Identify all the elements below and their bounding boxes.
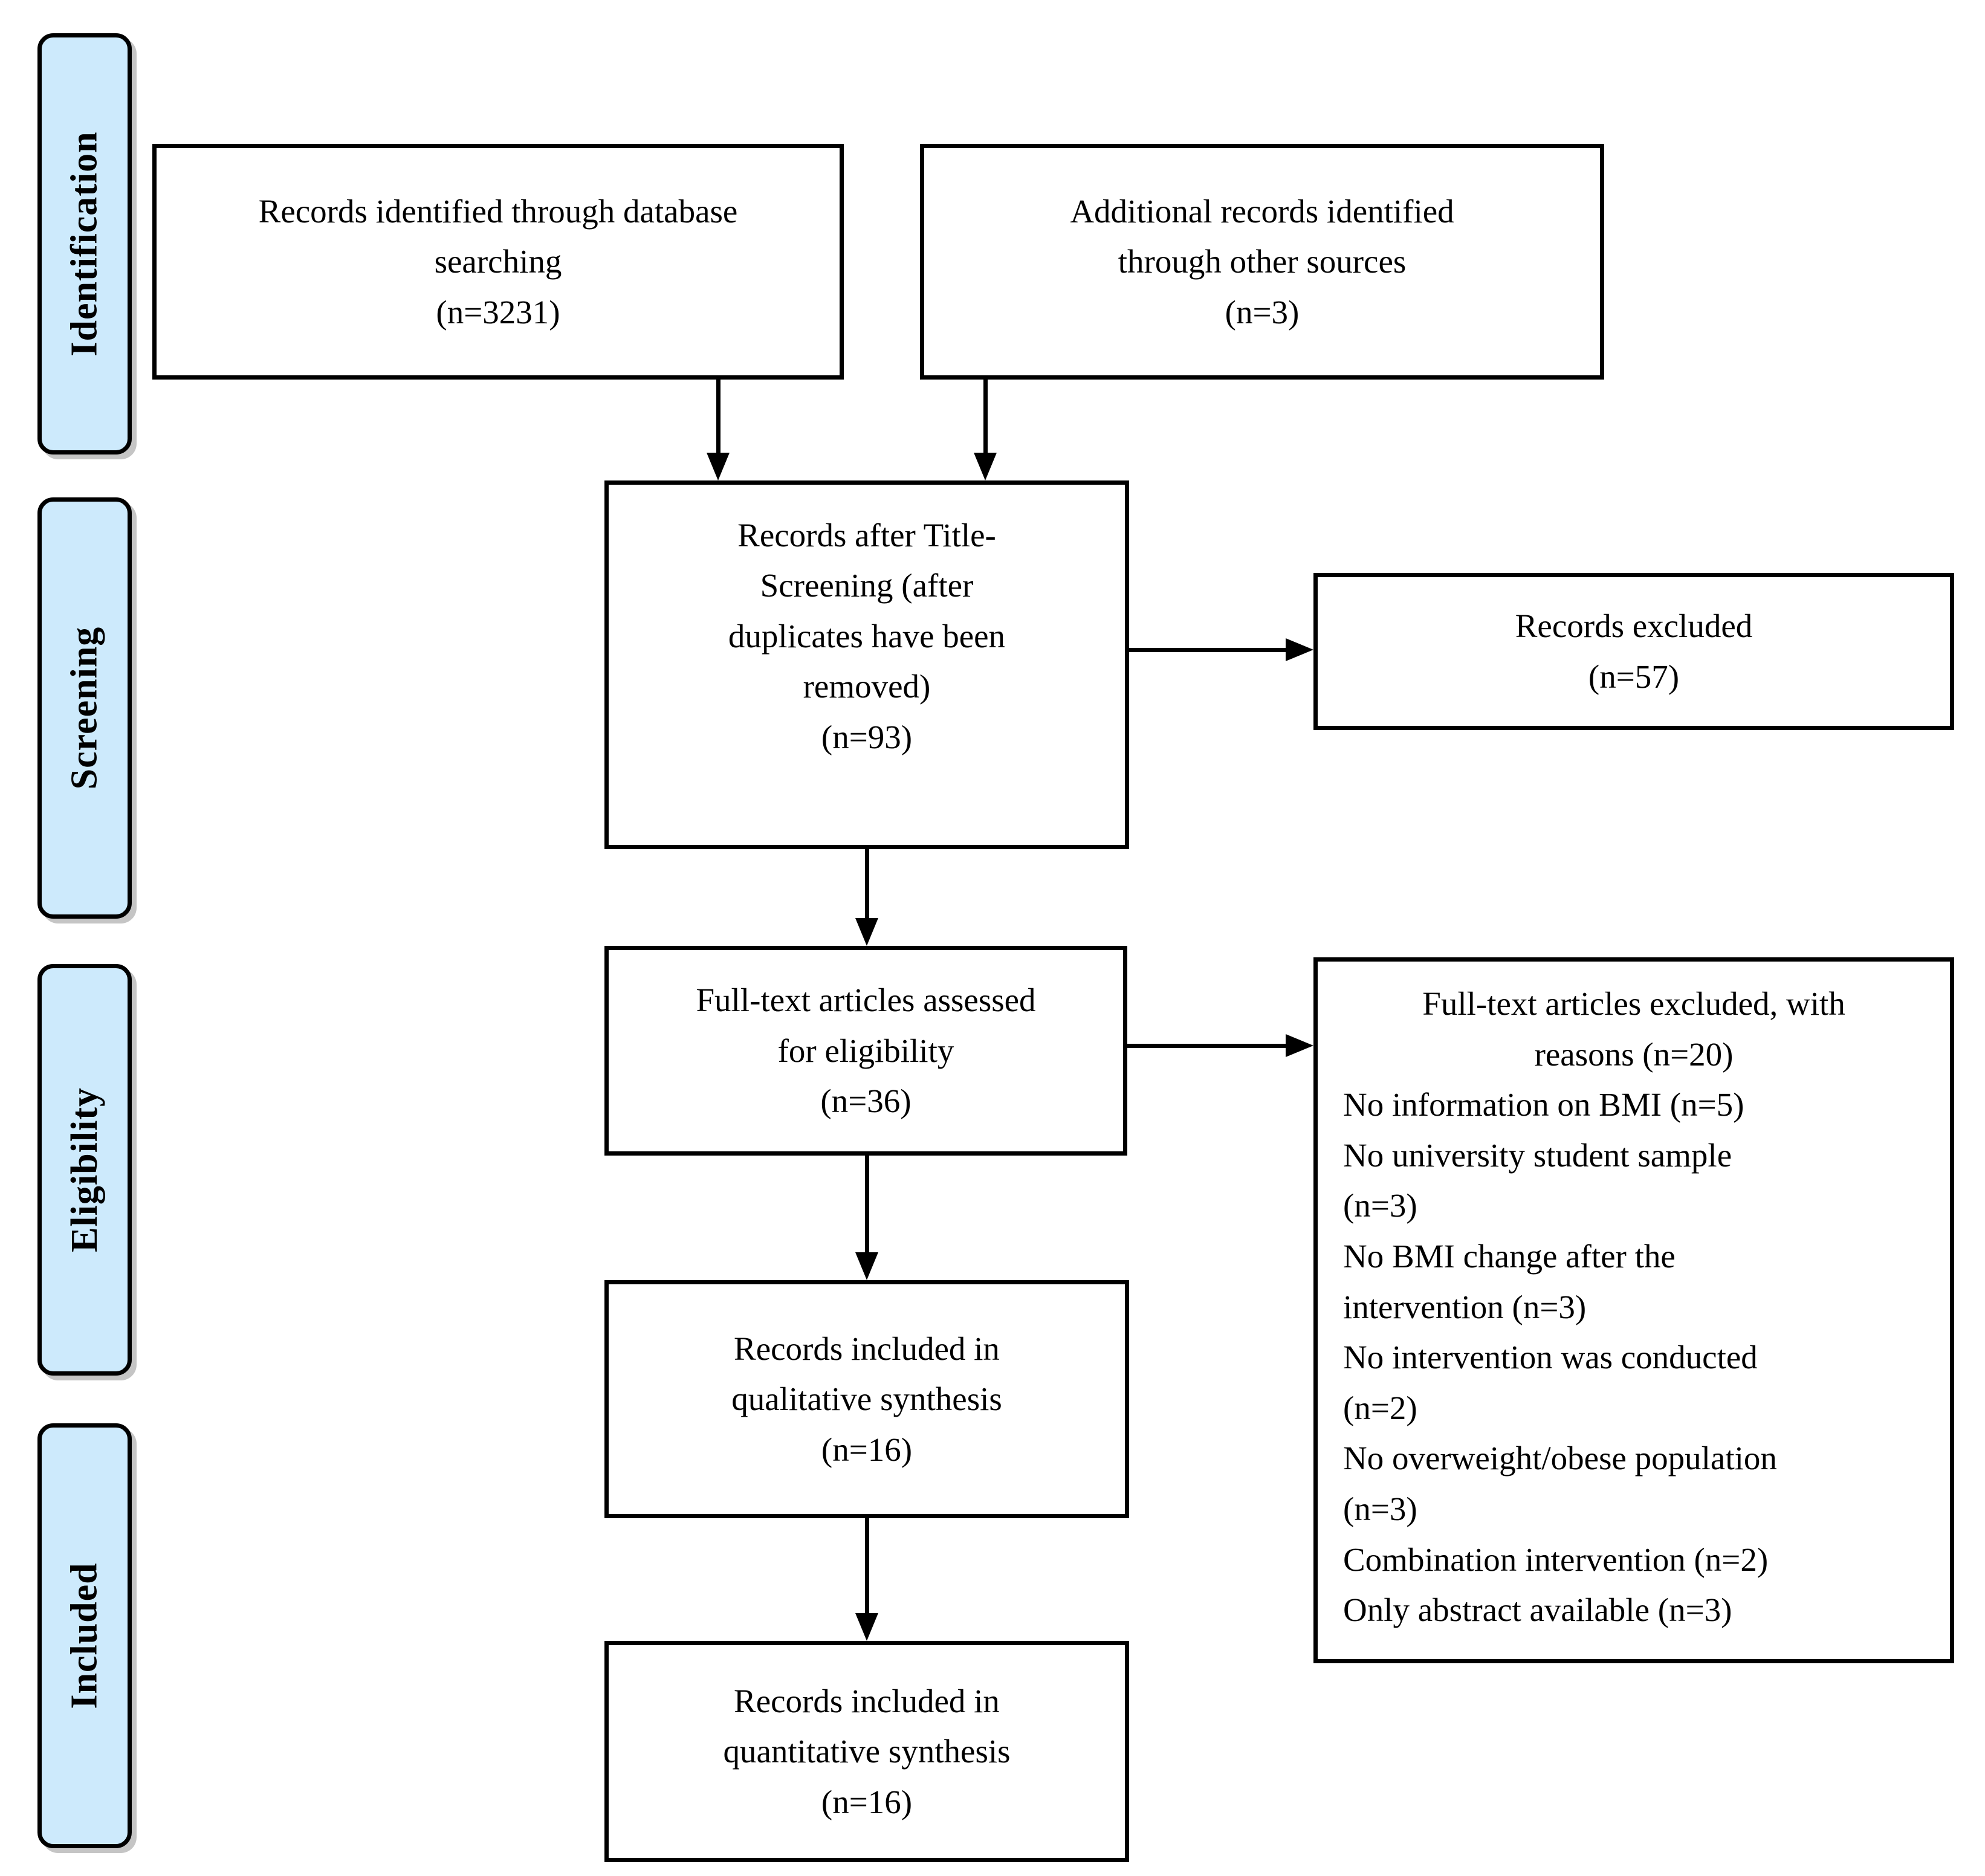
arrow-assessed-to-qualitative — [855, 1156, 878, 1280]
box-additional-records: Additional records identified through ot… — [920, 144, 1604, 380]
box-fulltext-excluded-reasons: Full-text articles excluded, with reason… — [1313, 957, 1954, 1663]
arrow-dbsearch-to-screening — [707, 380, 730, 480]
stage-label-screening: Screening — [63, 626, 105, 790]
exclusion-reason: No BMI change after the intervention (n=… — [1343, 1237, 1676, 1325]
exclusion-reason: No overweight/obese population (n=3) — [1343, 1440, 1777, 1527]
box-records-identified: Records identified through database sear… — [152, 144, 844, 380]
stage-label-identification: Identification — [63, 131, 105, 357]
box-fulltext-assessed: Full-text articles assessed for eligibil… — [604, 946, 1127, 1156]
box-quantitative-synthesis: Records included in quantitative synthes… — [604, 1641, 1129, 1862]
stage-pill-identification: Identification — [37, 33, 132, 454]
exclusion-reason: No intervention was conducted (n=2) — [1343, 1339, 1758, 1426]
stage-label-included: Included — [63, 1562, 105, 1709]
fulltext-excluded-title: Full-text articles excluded, with reason… — [1422, 985, 1845, 1073]
stage-label-eligibility: Eligibility — [63, 1087, 105, 1252]
stage-pill-included: Included — [37, 1423, 132, 1848]
box-records-after-title-screening: Records after Title- Screening (after du… — [604, 480, 1129, 849]
arrow-qualitative-to-quantitative — [855, 1518, 878, 1641]
box-records-excluded: Records excluded (n=57) — [1313, 573, 1954, 730]
stage-pill-eligibility: Eligibility — [37, 964, 132, 1376]
arrow-othersources-to-screening — [974, 380, 997, 480]
arrow-assessed-to-excluded-reasons — [1127, 1034, 1313, 1057]
exclusion-reason: No information on BMI (n=5) — [1343, 1086, 1744, 1124]
exclusion-reason: Only abstract available (n=3) — [1343, 1591, 1732, 1629]
exclusion-reason: No university student sample (n=3) — [1343, 1136, 1732, 1224]
fulltext-excluded-list: No information on BMI (n=5) No university… — [1343, 1079, 1925, 1635]
stage-pill-screening: Screening — [37, 497, 132, 919]
box-qualitative-synthesis: Records included in qualitative synthesi… — [604, 1280, 1129, 1518]
arrow-screening-to-assessed — [855, 849, 878, 946]
arrow-screening-to-excluded — [1129, 638, 1313, 661]
exclusion-reason: Combination intervention (n=2) — [1343, 1541, 1769, 1578]
